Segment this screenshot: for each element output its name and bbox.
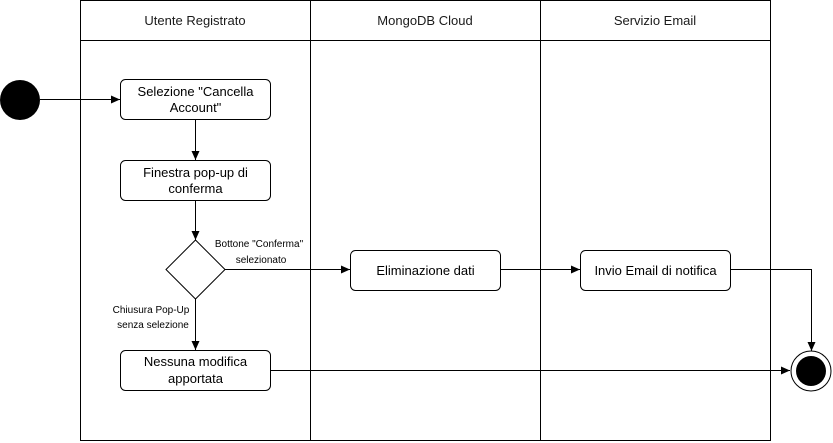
action-cancella-line-2: Account" [170, 100, 222, 115]
edge-label-conferma-line-1: Bottone "Conferma" [215, 239, 304, 250]
action-eliminazione-line-1: Eliminazione dati [376, 263, 474, 278]
action-nessuna-line-1: Nessuna modifica [144, 354, 248, 369]
edge-email-to-end [730, 269, 816, 351]
final-node [790, 350, 832, 392]
action-email-line-1: Invio Email di notifica [594, 263, 717, 278]
lane-title-email: Servizio Email [614, 13, 696, 28]
action-cancella-account: Selezione "Cancella Account" [120, 79, 271, 120]
edge-label-conferma-line-2: selezionato [236, 255, 287, 266]
action-nessuna-line-2: apportata [168, 371, 224, 386]
decision-node [165, 239, 226, 300]
lane-title-mongodb: MongoDB Cloud [377, 13, 472, 28]
edge-label-chiusura-line-1: Chiusura Pop-Up [113, 305, 190, 316]
initial-node [0, 80, 40, 120]
action-invio-email: Invio Email di notifica [580, 250, 731, 291]
action-finestra-popup: Finestra pop-up di conferma [120, 160, 271, 201]
action-popup-line-2: conferma [168, 181, 223, 196]
action-popup-line-1: Finestra pop-up di [143, 165, 248, 180]
edge-label-chiusura-line-2: senza selezione [117, 320, 189, 331]
action-cancella-line-1: Selezione "Cancella [138, 84, 255, 99]
action-eliminazione-dati: Eliminazione dati [350, 250, 501, 291]
action-nessuna-modifica: Nessuna modifica apportata [120, 350, 271, 391]
lane-title-utente: Utente Registrato [144, 13, 245, 28]
edges [40, 95, 816, 375]
